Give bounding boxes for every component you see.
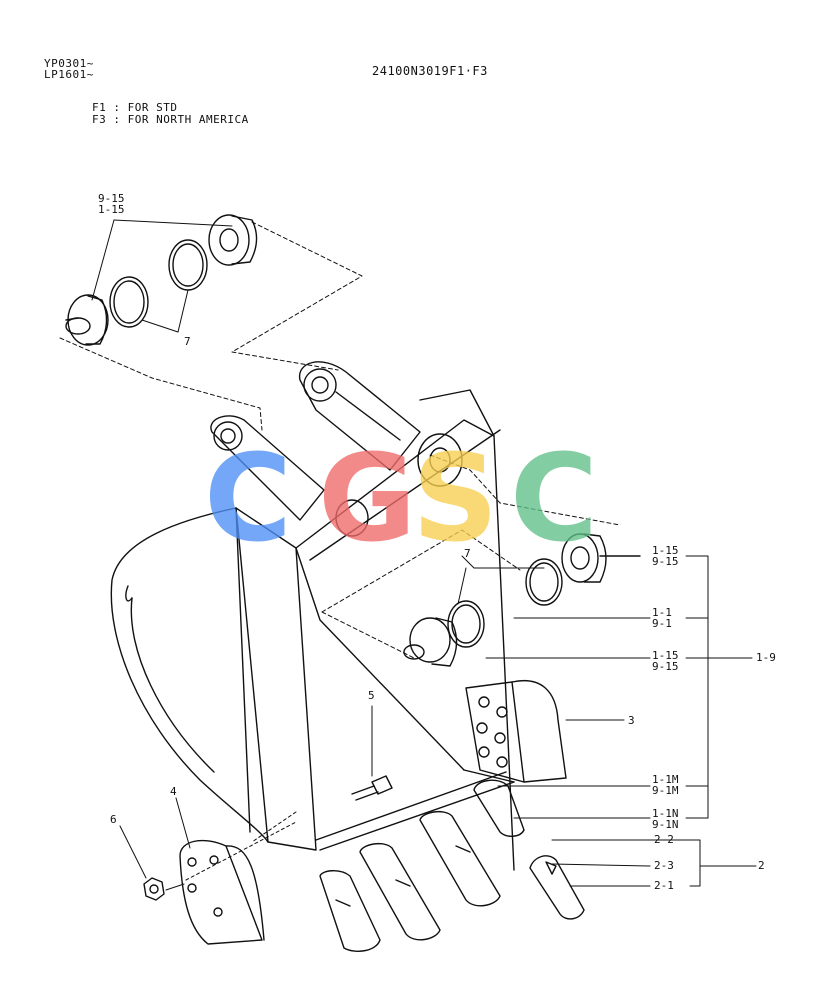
bolt xyxy=(351,775,393,801)
right-pin-boss xyxy=(403,617,458,667)
callout-tooth-2-1: 2-1 xyxy=(654,879,674,892)
side-plate xyxy=(179,839,265,945)
note-f1: F1 : FOR STD xyxy=(92,101,178,114)
callout-tooth-adapter-a: 1-1N xyxy=(652,807,679,820)
top-leaders xyxy=(91,219,233,333)
callout-right-1-15-b: 9-15 xyxy=(652,555,679,568)
callout-right-1-1-a: 1-1 xyxy=(652,606,672,619)
watermark-letter-4: C xyxy=(510,430,599,569)
loose-tooth xyxy=(529,855,585,920)
callout-top-ring: 7 xyxy=(184,335,191,348)
callout-right-1-1-b: 9-1 xyxy=(652,617,672,630)
right-bushing xyxy=(561,533,641,583)
callout-group-2: 2 xyxy=(758,859,765,872)
serial-range-b: LP1601~ xyxy=(44,68,94,81)
right-ring-upper xyxy=(525,558,563,606)
callout-shroud-b: 9-1M xyxy=(652,784,679,797)
watermark-letter-1: C xyxy=(204,430,293,569)
callout-right-lower-a: 1-15 xyxy=(652,649,679,662)
callout-top-bushing-a: 9-15 xyxy=(98,192,125,205)
top-bushing-right xyxy=(208,214,258,266)
right-ring-lower xyxy=(447,600,485,648)
callout-right-lower-b: 9-15 xyxy=(652,660,679,673)
bucket-teeth xyxy=(319,779,525,952)
callout-shroud-a: 1-1M xyxy=(652,773,679,786)
top-bushing-left xyxy=(65,294,109,346)
callout-top-bushing-b: 1-15 xyxy=(98,203,125,216)
callout-side-plate: 4 xyxy=(170,785,177,798)
callout-nut: 6 xyxy=(110,813,117,826)
watermark-letter-2: G xyxy=(318,430,417,569)
callout-bolt: 5 xyxy=(368,689,375,702)
callout-group-1-9: 1-9 xyxy=(756,651,776,664)
side-cutter xyxy=(465,680,567,783)
bucket-body xyxy=(110,361,515,871)
top-ring-right xyxy=(168,239,208,291)
note-f3: F3 : FOR NORTH AMERICA xyxy=(92,113,249,126)
nut xyxy=(143,877,165,901)
callout-tooth-adapter-b: 9-1N xyxy=(652,818,679,831)
watermark-letter-3: S xyxy=(412,430,499,569)
top-ring-left xyxy=(109,276,149,328)
part-code: 24100N3019F1·F3 xyxy=(372,64,488,78)
callout-tooth-2-3: 2-3 xyxy=(654,859,674,872)
callout-side-cutter: 3 xyxy=(628,714,635,727)
callout-mid-ring: 7 xyxy=(464,547,471,560)
callout-right-1-15-a: 1-15 xyxy=(652,544,679,557)
callout-tooth-2-2: 2-2 xyxy=(654,833,674,846)
right-leaders xyxy=(119,555,757,891)
serial-range-a: YP0301~ xyxy=(44,57,94,70)
